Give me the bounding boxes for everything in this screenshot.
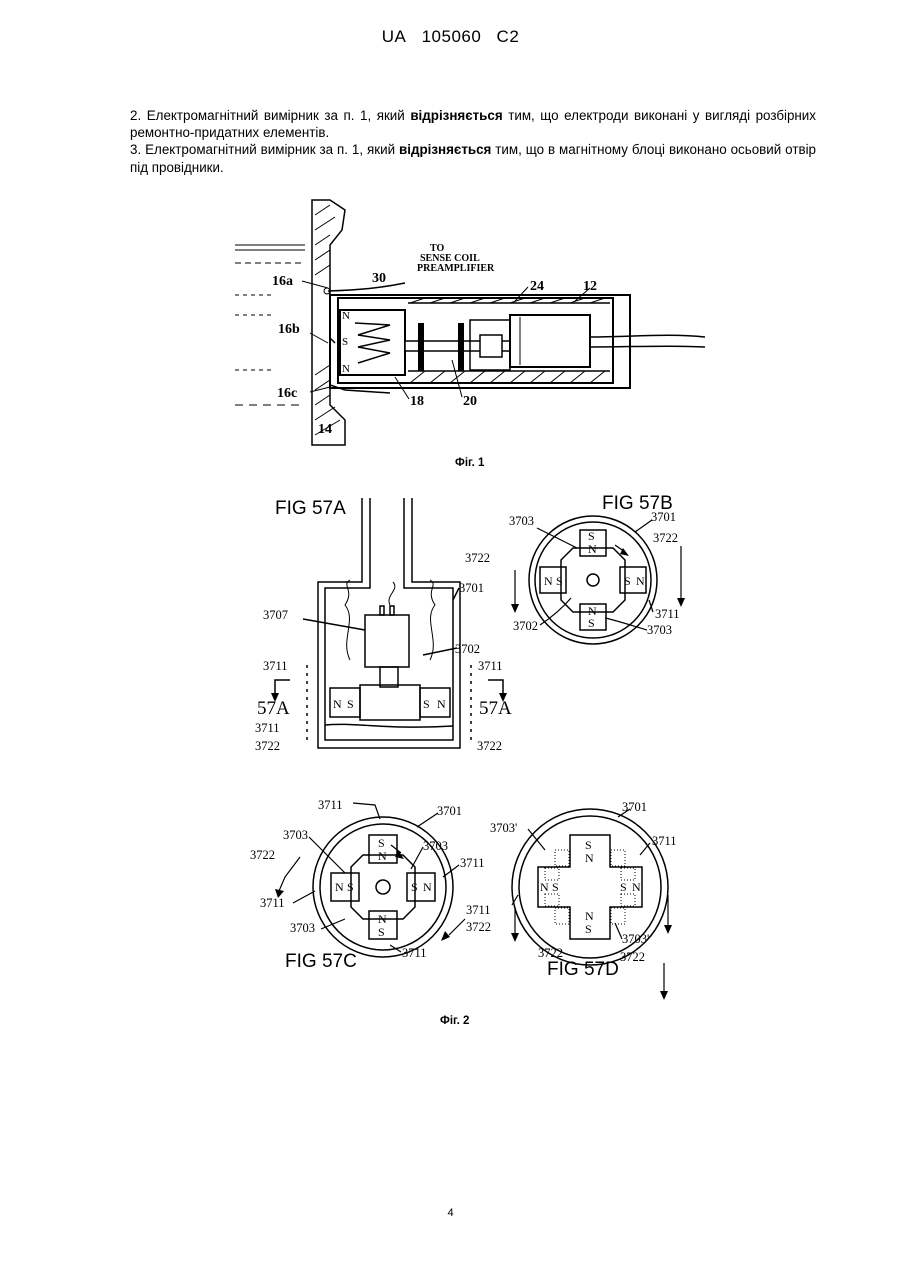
svg-text:N: N <box>437 697 446 711</box>
claims-text: 2. Електромагнітний вимірник за п. 1, як… <box>130 107 816 176</box>
svg-text:N: N <box>423 880 432 894</box>
svg-text:3701: 3701 <box>651 510 676 524</box>
svg-text:N: N <box>335 880 344 894</box>
svg-text:3703: 3703 <box>647 623 672 637</box>
figure-1-drawing: N S N TO SENSE COIL PREAMPLIFIER 30 24 1… <box>230 195 730 455</box>
page-number: 4 <box>0 1207 901 1219</box>
svg-text:3703': 3703' <box>490 821 517 835</box>
svg-text:N: N <box>378 912 387 926</box>
svg-text:S: S <box>423 697 430 711</box>
figure-57b-drawing: FIG 57B S N N S S N N S 3703 3701 3722 3… <box>465 490 705 650</box>
svg-text:3722: 3722 <box>465 551 490 565</box>
svg-text:3702: 3702 <box>513 619 538 633</box>
svg-text:S: S <box>585 922 592 936</box>
svg-text:S: S <box>378 836 385 850</box>
svg-text:S: S <box>588 529 595 543</box>
svg-text:3711: 3711 <box>460 856 485 870</box>
svg-text:S: S <box>588 616 595 630</box>
svg-text:3703: 3703 <box>509 514 534 528</box>
country-code: UA <box>382 27 407 46</box>
patent-number: 105060 <box>422 27 482 46</box>
svg-text:3703: 3703 <box>423 839 448 853</box>
svg-text:3722: 3722 <box>466 920 491 934</box>
svg-text:3711: 3711 <box>466 903 491 917</box>
svg-text:3722: 3722 <box>477 739 502 753</box>
svg-text:S: S <box>411 880 418 894</box>
svg-text:3711: 3711 <box>255 721 280 735</box>
svg-text:3711: 3711 <box>402 946 427 960</box>
svg-text:24: 24 <box>530 279 544 294</box>
fig57d-title: FIG 57D <box>547 959 619 980</box>
svg-text:S: S <box>378 925 385 939</box>
svg-text:3711: 3711 <box>260 896 285 910</box>
svg-text:57A: 57A <box>257 698 290 719</box>
document-header: UA 105060 C2 <box>0 27 901 47</box>
svg-text:S: S <box>556 574 563 588</box>
svg-text:N: N <box>333 697 342 711</box>
svg-text:3711: 3711 <box>318 798 343 812</box>
figure-1-caption: Фіг. 1 <box>455 457 484 469</box>
svg-text:N: N <box>342 310 350 322</box>
svg-text:57A: 57A <box>479 698 512 719</box>
svg-text:N: N <box>585 909 594 923</box>
svg-text:3722: 3722 <box>538 946 563 960</box>
svg-text:S: S <box>585 838 592 852</box>
svg-text:3707: 3707 <box>263 608 288 622</box>
svg-text:3703: 3703 <box>283 828 308 842</box>
svg-text:N: N <box>342 363 350 375</box>
svg-text:N: N <box>636 574 645 588</box>
svg-text:3722: 3722 <box>653 531 678 545</box>
svg-text:18: 18 <box>410 394 424 409</box>
svg-text:S: S <box>552 880 559 894</box>
sense-coil <box>510 315 590 367</box>
claim-2: 2. Електромагнітний вимірник за п. 1, як… <box>130 107 816 141</box>
svg-text:3711: 3711 <box>263 659 288 673</box>
svg-text:30: 30 <box>372 271 386 286</box>
svg-text:3722: 3722 <box>255 739 280 753</box>
svg-text:N: N <box>632 880 641 894</box>
svg-text:S: S <box>347 697 354 711</box>
svg-text:3711: 3711 <box>655 607 680 621</box>
svg-text:20: 20 <box>463 394 477 409</box>
svg-text:3722: 3722 <box>250 848 275 862</box>
svg-text:N: N <box>585 851 594 865</box>
svg-text:3722: 3722 <box>620 950 645 964</box>
svg-text:N: N <box>540 880 549 894</box>
figure-2-caption: Фіг. 2 <box>440 1015 469 1027</box>
figure-57d-drawing: S N N S S N N S FIG 57D 3701 3703' 3711 … <box>490 795 710 1005</box>
svg-text:N: N <box>588 542 597 556</box>
svg-text:S: S <box>624 574 631 588</box>
svg-text:3711: 3711 <box>652 834 677 848</box>
svg-text:S: S <box>347 880 354 894</box>
claim-3: 3. Електромагнітний вимірник за п. 1, як… <box>130 141 816 175</box>
svg-text:3711: 3711 <box>478 659 503 673</box>
fig57c-title: FIG 57C <box>285 951 357 972</box>
svg-text:PREAMPLIFIER: PREAMPLIFIER <box>417 263 495 274</box>
svg-text:16a: 16a <box>272 274 293 289</box>
svg-text:S: S <box>342 336 348 348</box>
svg-text:S: S <box>620 880 627 894</box>
coupling <box>480 335 502 357</box>
svg-text:N: N <box>544 574 553 588</box>
svg-text:3701: 3701 <box>437 804 462 818</box>
svg-text:N: N <box>378 849 387 863</box>
svg-text:3703': 3703' <box>622 932 649 946</box>
svg-text:3703: 3703 <box>290 921 315 935</box>
svg-text:14: 14 <box>318 422 332 437</box>
fig57a-title: FIG 57A <box>275 498 346 519</box>
figure-57c-drawing: S N N S S N N S FIG 57C 3711 3701 3703 3… <box>245 795 505 985</box>
patent-kind: C2 <box>497 27 520 46</box>
svg-text:16b: 16b <box>278 322 300 337</box>
svg-text:16c: 16c <box>277 386 297 401</box>
